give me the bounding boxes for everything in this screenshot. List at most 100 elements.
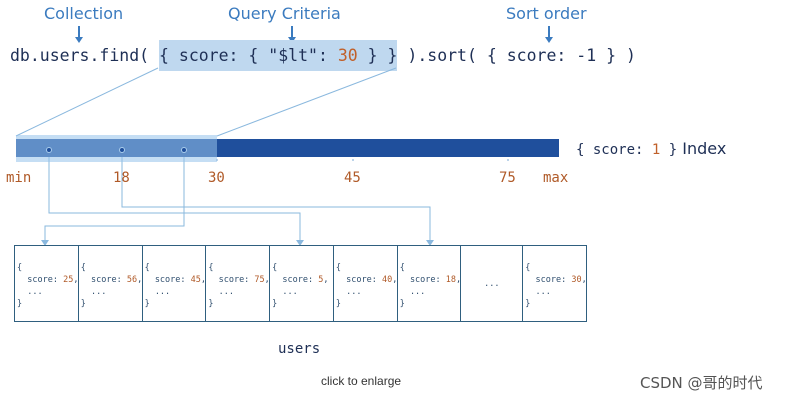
query-criteria-highlight: { score: { "$lt": 30 } }: [159, 40, 398, 71]
document[interactable]: { score: 45, ... }: [143, 246, 207, 321]
doc-more: ...: [409, 287, 426, 297]
tick-label-18: 18: [113, 170, 130, 186]
doc-close: }: [525, 299, 531, 309]
doc-close: }: [17, 299, 23, 309]
query-prefix: db.users.find(: [10, 46, 160, 65]
index-label-close: }: [660, 142, 678, 158]
sort-order-label: Sort order: [506, 4, 587, 23]
collection-arrow-stem: [78, 26, 80, 38]
doc-close: }: [272, 299, 278, 309]
doc-field: score:: [91, 275, 127, 285]
doc-value: 30: [571, 275, 582, 285]
doc-ellipsis: ...: [484, 278, 500, 289]
doc-more: ...: [218, 287, 234, 297]
doc-value: 56: [126, 275, 138, 285]
document[interactable]: { score: 18, ... }: [398, 246, 462, 321]
doc-open: {: [399, 263, 405, 273]
document[interactable]: { score: 5, ... }: [270, 246, 334, 321]
doc-open: {: [272, 263, 278, 273]
tick-label-30: 30: [208, 170, 225, 186]
query-criteria-close: } }: [357, 46, 398, 65]
doc-field: score:: [409, 275, 446, 285]
doc-more: ...: [282, 287, 298, 297]
query-mid: ).sort( { score:: [397, 46, 577, 65]
doc-close: }: [80, 299, 86, 309]
doc-close: }: [208, 299, 214, 309]
projection-line-left: [15, 67, 159, 137]
sort-order-arrow-icon: [544, 37, 553, 43]
doc-open: {: [525, 263, 531, 273]
doc-value: 40: [381, 275, 393, 285]
pointer-line-key-5: [48, 150, 301, 240]
watermark: CSDN @哥的时代: [640, 374, 763, 392]
doc-open: {: [208, 263, 214, 273]
collection-label: Collection: [44, 4, 124, 23]
document[interactable]: { score: 25, ... }: [15, 246, 79, 321]
doc-open: {: [17, 263, 23, 273]
tick-label-max: max: [543, 170, 569, 186]
tick-label-75: 75: [499, 170, 516, 186]
doc-close: }: [399, 299, 405, 309]
doc-open: {: [335, 263, 342, 273]
collection-documents: { score: 25, ... } { score: 56, ... } { …: [14, 245, 587, 322]
doc-open: {: [80, 263, 86, 273]
sort-value: -1: [576, 46, 597, 65]
doc-value: 18: [445, 275, 457, 285]
doc-value: 25: [63, 275, 74, 285]
doc-value: 45: [190, 275, 201, 285]
doc-more: ...: [91, 287, 107, 297]
doc-field: score:: [27, 275, 64, 285]
doc-rest: ,: [392, 275, 398, 285]
doc-more: ...: [27, 287, 43, 297]
document[interactable]: { score: 40, ... }: [334, 246, 398, 321]
document-ellipsis: ...: [461, 246, 524, 321]
doc-field: score:: [535, 275, 572, 285]
doc-open: {: [144, 263, 150, 273]
tick-label-45: 45: [344, 170, 361, 186]
query-criteria-open: { score: { "$lt":: [159, 46, 338, 65]
doc-more: ...: [154, 287, 171, 297]
doc-value: 75: [254, 275, 265, 285]
index-key-dot-5: [46, 147, 52, 153]
doc-more: ...: [346, 287, 362, 297]
collection-arrow-icon: [74, 37, 83, 43]
doc-rest: ,: [264, 275, 270, 285]
doc-rest: ,: [582, 275, 586, 285]
query-suffix: } ): [596, 46, 636, 65]
collection-name: users: [278, 341, 321, 357]
index-label-open: { score:: [576, 142, 652, 158]
index-key-dot-18: [119, 147, 125, 153]
tick-label-min: min: [6, 170, 32, 186]
pointer-line-key-18: [121, 150, 431, 240]
index-key-dot-25: [181, 147, 187, 153]
doc-field: score:: [154, 275, 191, 285]
doc-rest: ,: [323, 275, 329, 285]
doc-close: }: [335, 299, 342, 309]
doc-field: score:: [218, 275, 255, 285]
document[interactable]: { score: 30, ... }: [523, 246, 586, 321]
arrowhead-icon: [296, 240, 304, 246]
doc-close: }: [144, 299, 150, 309]
doc-field: score:: [282, 275, 319, 285]
doc-more: ...: [535, 287, 551, 297]
sort-order-arrow-stem: [548, 26, 550, 38]
doc-rest: ,: [200, 275, 207, 285]
arrowhead-icon: [41, 240, 49, 246]
query-criteria-label: Query Criteria: [228, 4, 341, 23]
index-label: { score: 1 } Index: [576, 139, 726, 158]
query-criteria-arrow-stem: [291, 26, 293, 38]
document[interactable]: { score: 75, ... }: [206, 246, 271, 321]
doc-field: score:: [346, 275, 382, 285]
enlarge-caption[interactable]: click to enlarge: [321, 374, 402, 388]
doc-value: 5: [318, 275, 324, 285]
document[interactable]: { score: 56, ... }: [79, 246, 143, 321]
doc-rest: ,: [73, 275, 79, 285]
query-criteria-value: 30: [337, 46, 358, 65]
projection-line-right: [216, 67, 397, 137]
index-label-value: 1: [651, 142, 661, 158]
doc-rest: ,: [456, 275, 462, 285]
doc-rest: ,: [137, 275, 143, 285]
query-expression: db.users.find( { score: { "$lt": 30 } } …: [10, 40, 636, 71]
